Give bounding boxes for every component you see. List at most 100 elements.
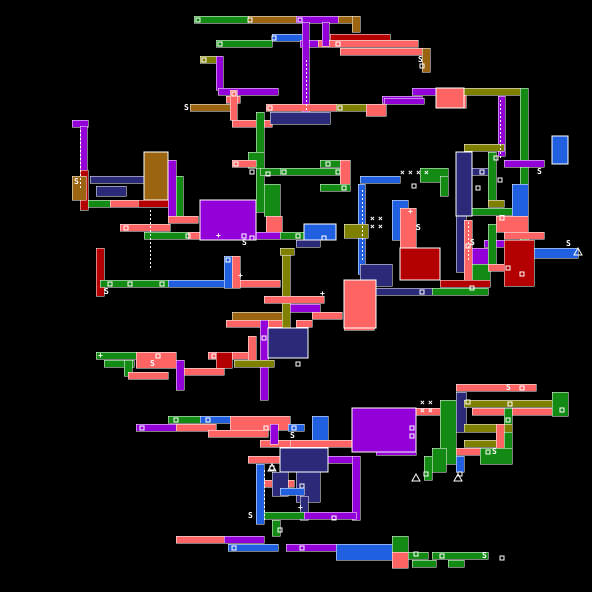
- plus-marker-icon: +: [408, 207, 413, 216]
- connector-dot: [362, 258, 363, 260]
- corridor-segment: [421, 47, 431, 73]
- corridor-segment: [319, 183, 351, 192]
- corridor-segment: [215, 55, 224, 91]
- door-marker: [419, 63, 425, 69]
- room-block: [303, 223, 337, 241]
- connector-dot: [362, 250, 363, 252]
- cross-marker-icon: ×: [424, 168, 429, 177]
- corridor-segment: [423, 455, 433, 481]
- corridor-segment: [239, 279, 281, 288]
- connector-dot: [362, 238, 363, 240]
- connector-dot: [362, 194, 363, 196]
- corridor-segment: [455, 391, 467, 433]
- door-marker: [321, 235, 327, 241]
- connector-dot: [264, 486, 265, 488]
- save-point-icon: S: [470, 238, 475, 247]
- save-point-icon: S: [537, 167, 542, 176]
- corridor-segment: [295, 239, 321, 248]
- corridor-segment: [351, 455, 361, 521]
- room-block: [351, 407, 417, 453]
- corridor-segment: [299, 495, 309, 521]
- connector-dot: [306, 84, 307, 86]
- door-marker: [231, 545, 237, 551]
- door-marker: [291, 425, 297, 431]
- door-marker: [465, 399, 471, 405]
- room-block: [199, 199, 257, 241]
- corridor-segment: [289, 303, 321, 313]
- door-marker: [519, 271, 525, 277]
- connector-dot: [150, 242, 151, 244]
- corridor-segment: [183, 367, 225, 376]
- door-marker: [419, 289, 425, 295]
- connector-dot: [362, 198, 363, 200]
- connector-dot: [150, 218, 151, 220]
- door-marker: [335, 41, 341, 47]
- door-marker: [497, 177, 503, 183]
- save-point-icon: S: [248, 511, 253, 520]
- corridor-segment: [359, 175, 401, 184]
- connector-dot: [80, 182, 81, 184]
- door-marker: [559, 407, 565, 413]
- door-marker: [295, 233, 301, 239]
- corridor-segment: [285, 543, 337, 552]
- connector-dot: [306, 80, 307, 82]
- door-marker: [325, 161, 331, 167]
- connector-dot: [264, 474, 265, 476]
- corridor-segment: [503, 231, 545, 240]
- corridor-segment: [311, 415, 329, 441]
- door-marker: [263, 425, 269, 431]
- door-marker: [249, 169, 255, 175]
- corridor-segment: [391, 535, 409, 553]
- corridor-segment: [137, 199, 169, 208]
- corridor-segment: [469, 263, 491, 281]
- connector-dot: [80, 170, 81, 172]
- corridor-segment: [127, 371, 169, 380]
- door-marker: [505, 417, 511, 423]
- cross-marker-icon: ×: [428, 406, 433, 415]
- corridor-segment: [89, 175, 149, 184]
- corridor-segment: [321, 21, 330, 47]
- exit-arrow-icon: [573, 246, 583, 256]
- door-marker: [423, 471, 429, 477]
- corridor-segment: [439, 279, 491, 288]
- exit-arrow-icon: [453, 472, 463, 482]
- corridor-segment: [463, 143, 505, 152]
- corridor-segment: [373, 287, 435, 296]
- room-block: [435, 87, 465, 109]
- connector-dot: [264, 518, 265, 520]
- corridor-segment: [175, 423, 217, 432]
- corridor-segment: [175, 359, 185, 391]
- corridor-segment: [255, 463, 265, 525]
- door-marker: [267, 105, 273, 111]
- corridor-segment: [279, 167, 341, 176]
- corridor-segment: [263, 511, 305, 520]
- connector-dot: [500, 100, 501, 102]
- connector-dot: [306, 60, 307, 62]
- room-block: [455, 151, 473, 217]
- cross-marker-icon: ×: [400, 168, 405, 177]
- door-marker: [123, 225, 129, 231]
- corridor-segment: [351, 15, 361, 33]
- corridor-segment: [383, 97, 425, 105]
- corridor-segment: [223, 255, 233, 289]
- corridor-segment: [233, 359, 275, 368]
- connector-dot: [150, 266, 151, 268]
- room-block: [279, 447, 329, 473]
- door-marker: [299, 545, 305, 551]
- connector-dot: [468, 258, 469, 260]
- connector-dot: [306, 88, 307, 90]
- connector-dot: [80, 142, 81, 144]
- save-point-icon: S: [184, 103, 189, 112]
- connector-dot: [468, 250, 469, 252]
- corridor-segment: [167, 215, 199, 224]
- door-marker: [231, 91, 237, 97]
- corridor-segment: [119, 223, 171, 232]
- connector-dot: [306, 108, 307, 110]
- door-marker: [507, 401, 513, 407]
- door-marker: [409, 433, 415, 439]
- connector-dot: [362, 254, 363, 256]
- connector-dot: [500, 148, 501, 150]
- door-marker: [241, 233, 247, 239]
- corridor-segment: [455, 383, 537, 392]
